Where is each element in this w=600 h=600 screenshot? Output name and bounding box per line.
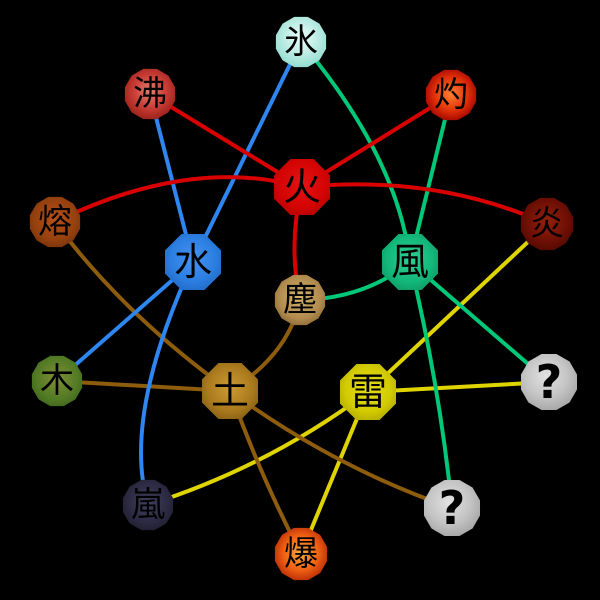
node-water-label: 水 [173, 240, 212, 284]
node-boil-label: 沸 [133, 74, 167, 114]
node-blaze-label: 炎 [530, 204, 564, 244]
node-lightning: 雷 [340, 364, 396, 420]
node-blaze: 炎 [520, 197, 574, 251]
node-earth: 土 [202, 363, 258, 419]
edge-earth-unknown2 [228, 389, 454, 510]
node-unknown-wind-lightning-label: ? [535, 355, 563, 409]
node-explosion: 爆 [274, 527, 328, 581]
node-explosion-label: 爆 [284, 534, 318, 574]
node-unknown-wind-earth-label: ? [438, 481, 466, 535]
node-unknown-wind-lightning: ? [520, 353, 578, 411]
node-storm-label: 嵐 [131, 485, 165, 525]
node-lightning-label: 雷 [348, 370, 387, 414]
node-ice-label: 氷 [284, 22, 318, 62]
edge-fire-scorch [300, 93, 453, 189]
node-scorch-label: 灼 [434, 75, 468, 115]
edge-lightning-unknown1 [366, 380, 551, 394]
node-wood-label: 木 [40, 361, 74, 401]
edge-fire-blaze [300, 182, 549, 226]
edge-lightning-storm [146, 390, 370, 507]
node-unknown-wind-earth: ? [423, 479, 481, 537]
node-wind: 風 [382, 234, 438, 290]
node-storm: 嵐 [122, 479, 174, 531]
edge-fire-lava [53, 175, 304, 224]
edge-earth-wood [55, 379, 232, 393]
node-boil: 沸 [124, 68, 176, 120]
node-water: 水 [165, 234, 221, 290]
edge-wind-unknown1 [408, 260, 551, 384]
node-lava: 熔 [29, 196, 81, 248]
edge-water-wood [55, 260, 195, 383]
edge-earth-lava [53, 220, 232, 393]
edge-lightning-blaze [366, 222, 549, 394]
node-ice: 氷 [275, 16, 327, 68]
node-lava-label: 熔 [38, 202, 72, 242]
edge-fire-boil [148, 92, 304, 189]
node-earth-label: 土 [210, 369, 249, 413]
edge-wind-unknown2 [408, 260, 454, 510]
node-wood: 木 [31, 355, 83, 407]
node-dust: 塵 [274, 274, 326, 326]
node-fire: 火 [274, 159, 330, 215]
node-wind-label: 風 [390, 240, 429, 284]
node-fire-label: 火 [282, 165, 321, 209]
node-dust-label: 塵 [283, 280, 317, 320]
node-scorch: 灼 [425, 69, 477, 121]
